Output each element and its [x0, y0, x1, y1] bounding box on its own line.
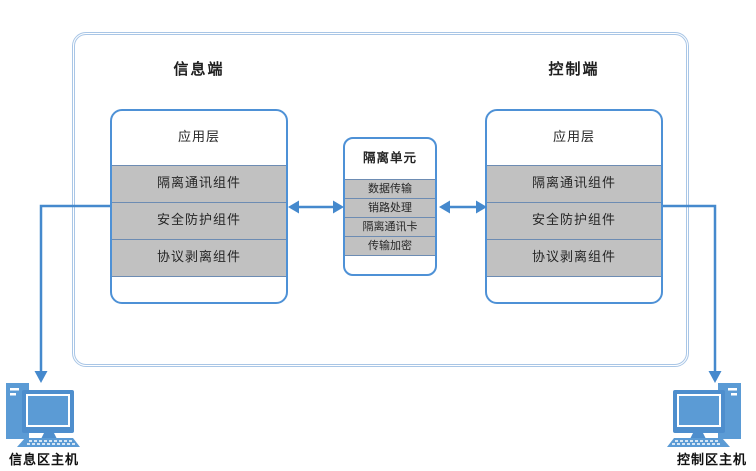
desktop-computer-icon [667, 383, 741, 447]
monitor-screen [679, 396, 719, 425]
info-row-isolation-comm: 隔离通讯组件 [112, 165, 286, 203]
tower-slot [10, 388, 19, 391]
iso-row-isolation-card: 隔离通讯卡 [345, 218, 435, 237]
info-row-protocol-stripping: 协议剥离组件 [112, 240, 286, 277]
iso-row-link-processing: 销路处理 [345, 199, 435, 218]
info-row-security-protection: 安全防护组件 [112, 203, 286, 240]
control-app-layer-title: 应用层 [552, 130, 595, 145]
iso-row-transfer-encryption: 传输加密 [345, 237, 435, 256]
info-side-title: 信息端 [173, 60, 225, 78]
desktop-computer-icon [6, 383, 80, 447]
tower-slot [731, 393, 737, 396]
system-boundary-frame [72, 32, 689, 367]
monitor-stand [41, 433, 57, 439]
control-row-protocol-stripping: 协议剥离组件 [487, 240, 661, 277]
keyboard [17, 438, 80, 447]
control-side-title: 控制端 [548, 60, 600, 78]
monitor-screen [28, 396, 68, 425]
control-app-layer-rows: 隔离通讯组件 安全防护组件 协议剥离组件 [487, 165, 661, 277]
control-application-layer-box: 应用层 隔离通讯组件 安全防护组件 协议剥离组件 [485, 109, 663, 304]
control-row-security-protection: 安全防护组件 [487, 203, 661, 240]
isolation-unit-rows: 数据传输 销路处理 隔离通讯卡 传输加密 [345, 179, 435, 256]
info-host-label: 信息区主机 [8, 453, 79, 468]
info-app-layer-title: 应用层 [177, 130, 220, 145]
keyboard [667, 438, 730, 447]
isolation-unit-title: 隔离单元 [362, 150, 417, 165]
computer-icon [667, 383, 741, 447]
info-app-layer-rows: 隔离通讯组件 安全防护组件 协议剥离组件 [112, 165, 286, 277]
control-row-isolation-comm: 隔离通讯组件 [487, 165, 661, 203]
control-host-label: 控制区主机 [676, 453, 747, 468]
isolation-unit-box: 隔离单元 数据传输 销路处理 隔离通讯卡 传输加密 [343, 137, 437, 276]
computer-icon [6, 383, 80, 447]
tower-slot [10, 393, 16, 396]
iso-row-data-transfer: 数据传输 [345, 179, 435, 199]
info-application-layer-box: 应用层 隔离通讯组件 安全防护组件 协议剥离组件 [110, 109, 288, 304]
monitor-stand [690, 433, 706, 439]
tower-slot [728, 388, 737, 391]
